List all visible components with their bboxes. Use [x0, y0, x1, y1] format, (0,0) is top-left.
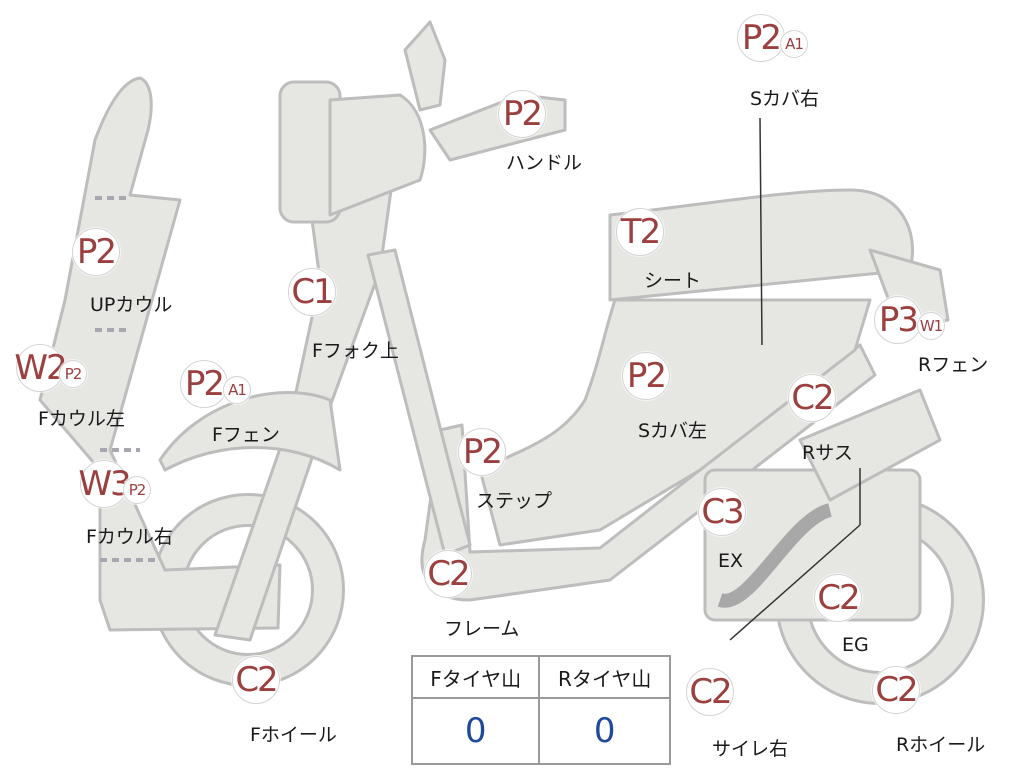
part-muffler-right-code[interactable]: C2	[686, 668, 734, 716]
front-fender-shape	[158, 391, 342, 472]
part-side-cover-left-label: Sカバ左	[638, 420, 708, 442]
tire-table-value-row: 0 0	[410, 697, 671, 765]
part-seat-label: シート	[644, 270, 702, 292]
part-rear-wheel-label: Rホイール	[896, 734, 986, 756]
part-rear-wheel-code[interactable]: C2	[872, 666, 920, 714]
part-handle-label: ハンドル	[506, 152, 583, 174]
windscreen-shape	[403, 20, 447, 112]
part-up-cowl-code[interactable]: P2	[72, 228, 120, 276]
part-up-cowl-label: UPカウル	[90, 294, 173, 316]
part-side-cover-left-code[interactable]: P2	[622, 352, 670, 400]
part-front-cowl-left-label: Fカウル左	[38, 408, 125, 430]
rear-tire-header: Rタイヤ山	[538, 655, 671, 699]
part-front-cowl-left-code[interactable]: W2 P2	[14, 344, 87, 392]
part-side-cover-right-label: Sカバ右	[750, 88, 820, 110]
part-front-wheel-code[interactable]: C2	[232, 656, 280, 704]
part-side-cover-right-code[interactable]: P2 A1	[737, 14, 808, 62]
part-handle-code[interactable]: P2	[498, 90, 546, 138]
part-exhaust-code[interactable]: C3	[698, 488, 746, 536]
part-front-fender-code[interactable]: P2 A1	[180, 360, 251, 408]
part-front-wheel-label: Fホイール	[250, 724, 337, 746]
part-front-fork-code[interactable]: C1	[288, 268, 336, 316]
part-front-cowl-right-code[interactable]: W3 P2	[78, 460, 151, 508]
part-engine-code[interactable]: C2	[814, 574, 862, 622]
part-engine-label: EG	[842, 634, 869, 656]
part-front-fork-label: Fフォク上	[312, 340, 399, 362]
part-muffler-right-label: サイレ右	[712, 738, 789, 760]
front-tire-value[interactable]: 0	[410, 697, 541, 765]
part-front-fender-label: Fフェン	[212, 424, 280, 446]
side-cover-shape	[478, 298, 872, 547]
part-exhaust-label: EX	[718, 550, 744, 572]
front-tire-header: Fタイヤ山	[410, 655, 541, 699]
part-rear-suspension-code[interactable]: C2	[788, 374, 836, 422]
part-rear-fender-code[interactable]: P3 W1	[874, 296, 945, 344]
part-step-code[interactable]: P2	[458, 428, 506, 476]
part-frame-code[interactable]: C2	[424, 550, 472, 598]
part-front-cowl-right-label: Fカウル右	[86, 526, 173, 548]
part-frame-label: フレーム	[444, 618, 520, 640]
tire-table-header-row: Fタイヤ山 Rタイヤ山	[410, 655, 671, 699]
part-rear-fender-label: Rフェン	[918, 354, 989, 376]
part-seat-code[interactable]: T2	[616, 208, 664, 256]
part-rear-suspension-label: Rサス	[802, 442, 853, 464]
tire-tread-table: Fタイヤ山 Rタイヤ山 0 0	[410, 655, 671, 765]
rear-tire-value[interactable]: 0	[538, 697, 671, 765]
part-step-label: ステップ	[476, 490, 553, 512]
rear-suspension-shape	[798, 388, 942, 502]
